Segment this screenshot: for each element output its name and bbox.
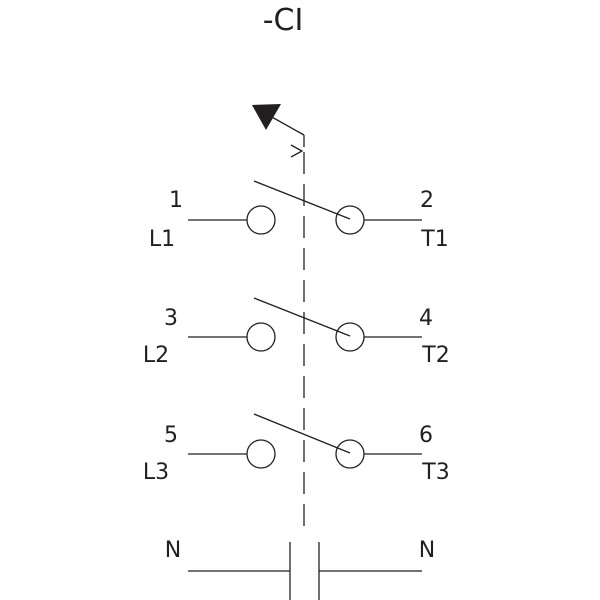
triangle-arrow-icon xyxy=(252,104,281,130)
terminal-number-1: 1 xyxy=(169,188,183,213)
pole-2: 3 L2 4 T2 xyxy=(143,297,450,368)
pole-1: 1 L1 2 T1 xyxy=(149,180,449,252)
terminal-label-l1: L1 xyxy=(149,227,175,252)
neutral-label-right: N xyxy=(419,538,435,563)
contact-left-terminal xyxy=(246,205,276,235)
neutral-link: N N xyxy=(165,538,435,600)
pole-3: 5 L3 6 T3 xyxy=(143,413,450,485)
terminal-number-3: 3 xyxy=(164,306,178,331)
terminal-number-4: 4 xyxy=(419,306,433,331)
contact-right-terminal xyxy=(335,322,365,352)
contact-blade xyxy=(253,297,351,337)
contact-left-terminal xyxy=(246,322,276,352)
terminal-number-5: 5 xyxy=(164,423,178,448)
terminal-number-2: 2 xyxy=(420,188,434,213)
contact-right-terminal xyxy=(335,205,365,235)
terminal-label-l2: L2 xyxy=(143,343,169,368)
contact-blade xyxy=(253,413,351,454)
terminal-label-t3: T3 xyxy=(421,460,449,485)
terminal-label-l3: L3 xyxy=(143,460,169,485)
contact-right-terminal xyxy=(335,439,365,469)
neutral-label-left: N xyxy=(165,538,181,563)
terminal-number-6: 6 xyxy=(419,423,433,448)
terminal-label-t1: T1 xyxy=(420,227,448,252)
actuator-group xyxy=(252,104,305,158)
actuator-detent-mark xyxy=(290,144,304,158)
terminal-label-t2: T2 xyxy=(421,343,449,368)
contact-blade xyxy=(253,180,351,220)
contact-left-terminal xyxy=(246,439,276,469)
actuator-lever-line xyxy=(269,115,305,136)
diagram-title: -CI xyxy=(263,3,304,38)
